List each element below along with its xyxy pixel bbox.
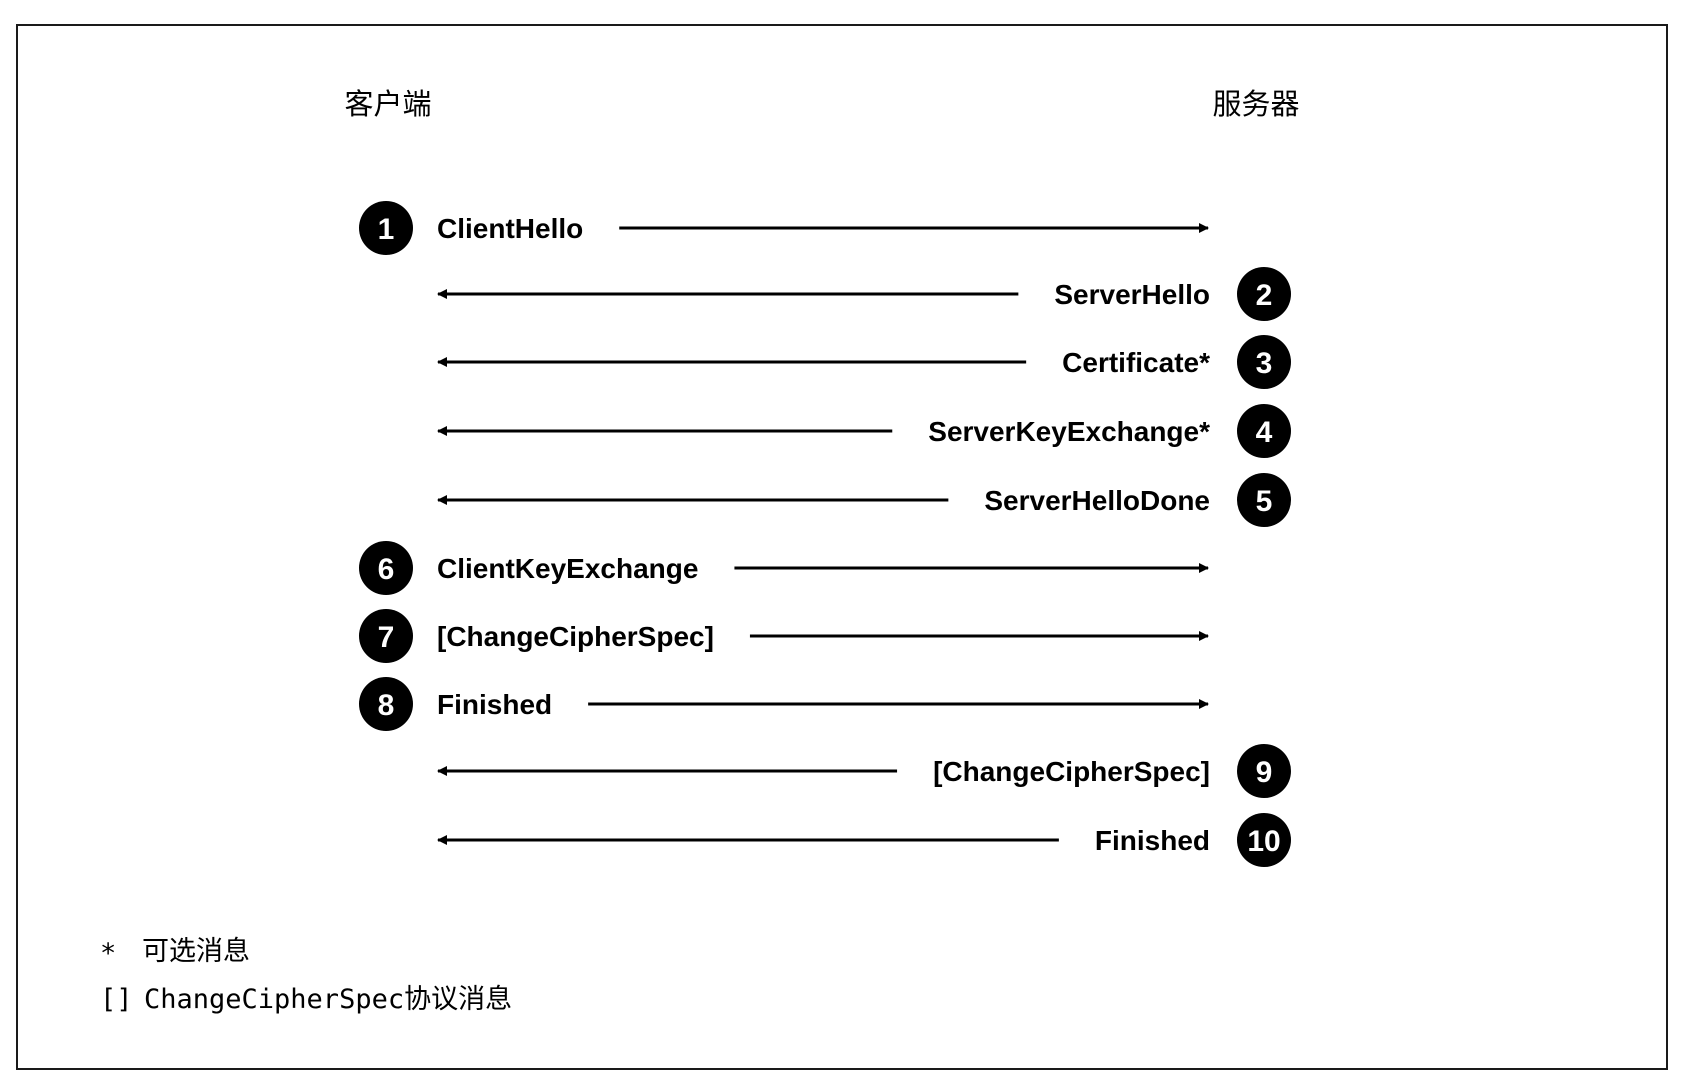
message-row: 6 ClientKeyExchange [359,541,1209,595]
step-badge [1237,404,1291,458]
message-label: ClientHello [437,213,583,244]
server-label: 服务器 [1212,87,1299,121]
step-number: 7 [378,621,395,654]
step-badge [359,541,413,595]
message-label: [ChangeCipherSpec] [437,621,714,652]
message-label: [ChangeCipherSpec] [933,756,1210,787]
step-number: 1 [378,213,395,246]
step-badge [359,201,413,255]
step-badge [1237,267,1291,321]
message-label: Finished [1095,825,1210,856]
message-row: 8 Finished [359,677,1209,731]
message-label: ClientKeyExchange [437,553,698,584]
legend-optional-text: 可选消息 [142,936,250,967]
step-number: 8 [378,689,395,722]
step-badge [359,609,413,663]
legend-optional-symbol: * [100,938,116,969]
message-row: 7 [ChangeCipherSpec] [359,609,1209,663]
step-number: 9 [1256,756,1273,789]
step-number: 6 [378,553,395,586]
diagram-frame [16,24,1668,1070]
message-row: 1 ClientHello [359,201,1209,255]
message-label: Certificate* [1062,347,1210,378]
step-number: 4 [1256,416,1273,449]
step-badge [359,677,413,731]
message-label: Finished [437,689,552,720]
message-row: 9 [ChangeCipherSpec] [437,744,1291,798]
message-label: ServerHelloDone [984,485,1210,516]
legend-bracket-text: ChangeCipherSpec协议消息 [144,984,512,1015]
client-label: 客户端 [344,87,431,121]
legend-bracket-symbol: [] [100,984,133,1015]
message-label: ServerHello [1054,279,1210,310]
step-badge [1237,473,1291,527]
step-number: 3 [1256,347,1273,380]
message-label: ServerKeyExchange* [928,416,1210,447]
message-row: 4 ServerKeyExchange* [437,404,1291,458]
step-number: 2 [1256,279,1273,312]
step-badge [1237,813,1291,867]
step-badge [1237,744,1291,798]
step-badge [1237,335,1291,389]
message-row: 3 Certificate* [437,335,1291,389]
message-row: 2 ServerHello [437,267,1291,321]
message-row: 10 Finished [437,813,1291,867]
legend: * 可选消息 [] ChangeCipherSpec协议消息 [100,936,512,1015]
step-number: 5 [1256,485,1273,518]
step-number: 10 [1247,825,1280,858]
message-row: 5 ServerHelloDone [437,473,1291,527]
